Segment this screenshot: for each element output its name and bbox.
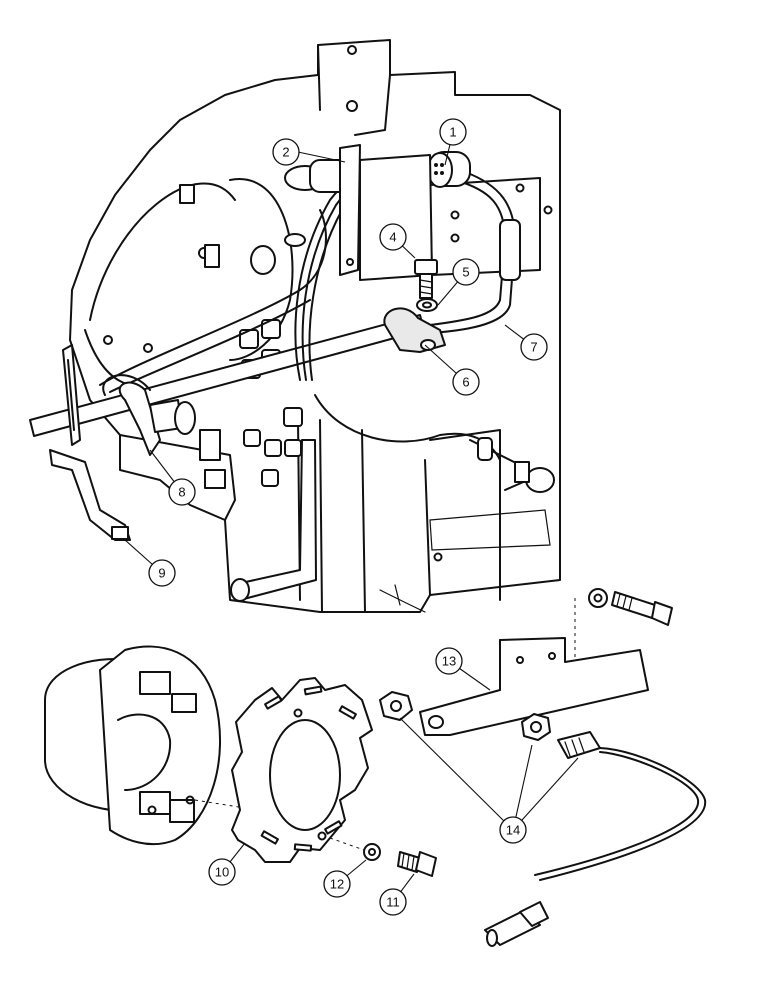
callout-1: 1 bbox=[439, 118, 467, 146]
callout-4-label: 4 bbox=[389, 230, 396, 245]
callout-7-label: 7 bbox=[530, 340, 537, 355]
callout-11: 11 bbox=[379, 888, 407, 916]
washer-5 bbox=[416, 298, 438, 312]
callout-layer: 1 2 4 5 6 7 8 9 bbox=[124, 118, 579, 916]
washer-12 bbox=[329, 837, 381, 861]
callout-10-label: 10 bbox=[215, 865, 229, 880]
bolt-13 bbox=[574, 588, 673, 660]
callout-4: 4 bbox=[379, 223, 407, 251]
callout-2: 2 bbox=[272, 138, 300, 166]
callout-14: 14 bbox=[499, 816, 527, 844]
tone-ring-10 bbox=[231, 677, 373, 863]
callout-10: 10 bbox=[208, 858, 236, 886]
callout-8-label: 8 bbox=[178, 485, 185, 500]
output-flange bbox=[44, 645, 246, 846]
bolt-11 bbox=[397, 851, 437, 877]
callout-1-label: 1 bbox=[449, 125, 456, 140]
bolt-8 bbox=[149, 399, 196, 435]
callout-13: 13 bbox=[435, 647, 463, 675]
callout-13-label: 13 bbox=[442, 654, 456, 669]
transmission-housing bbox=[69, 39, 561, 613]
bracket-13 bbox=[419, 637, 649, 736]
wiring-harness bbox=[29, 144, 521, 461]
callout-9: 9 bbox=[148, 559, 176, 587]
callout-11-label: 11 bbox=[386, 895, 400, 910]
bolt-4 bbox=[414, 259, 438, 299]
callout-5-label: 5 bbox=[462, 265, 469, 280]
callout-6: 6 bbox=[452, 368, 480, 396]
callout-7: 7 bbox=[520, 333, 548, 361]
callout-6-label: 6 bbox=[462, 375, 469, 390]
strap-9 bbox=[49, 344, 131, 541]
callout-5: 5 bbox=[452, 258, 480, 286]
nuts-14 bbox=[379, 691, 551, 741]
callout-12: 12 bbox=[323, 870, 351, 898]
speed-sensor-cable bbox=[484, 731, 707, 947]
callout-9-label: 9 bbox=[158, 566, 165, 581]
callout-12-label: 12 bbox=[330, 877, 344, 892]
callout-2-label: 2 bbox=[282, 145, 289, 160]
callout-8: 8 bbox=[168, 478, 196, 506]
callout-14-label: 14 bbox=[506, 823, 520, 838]
